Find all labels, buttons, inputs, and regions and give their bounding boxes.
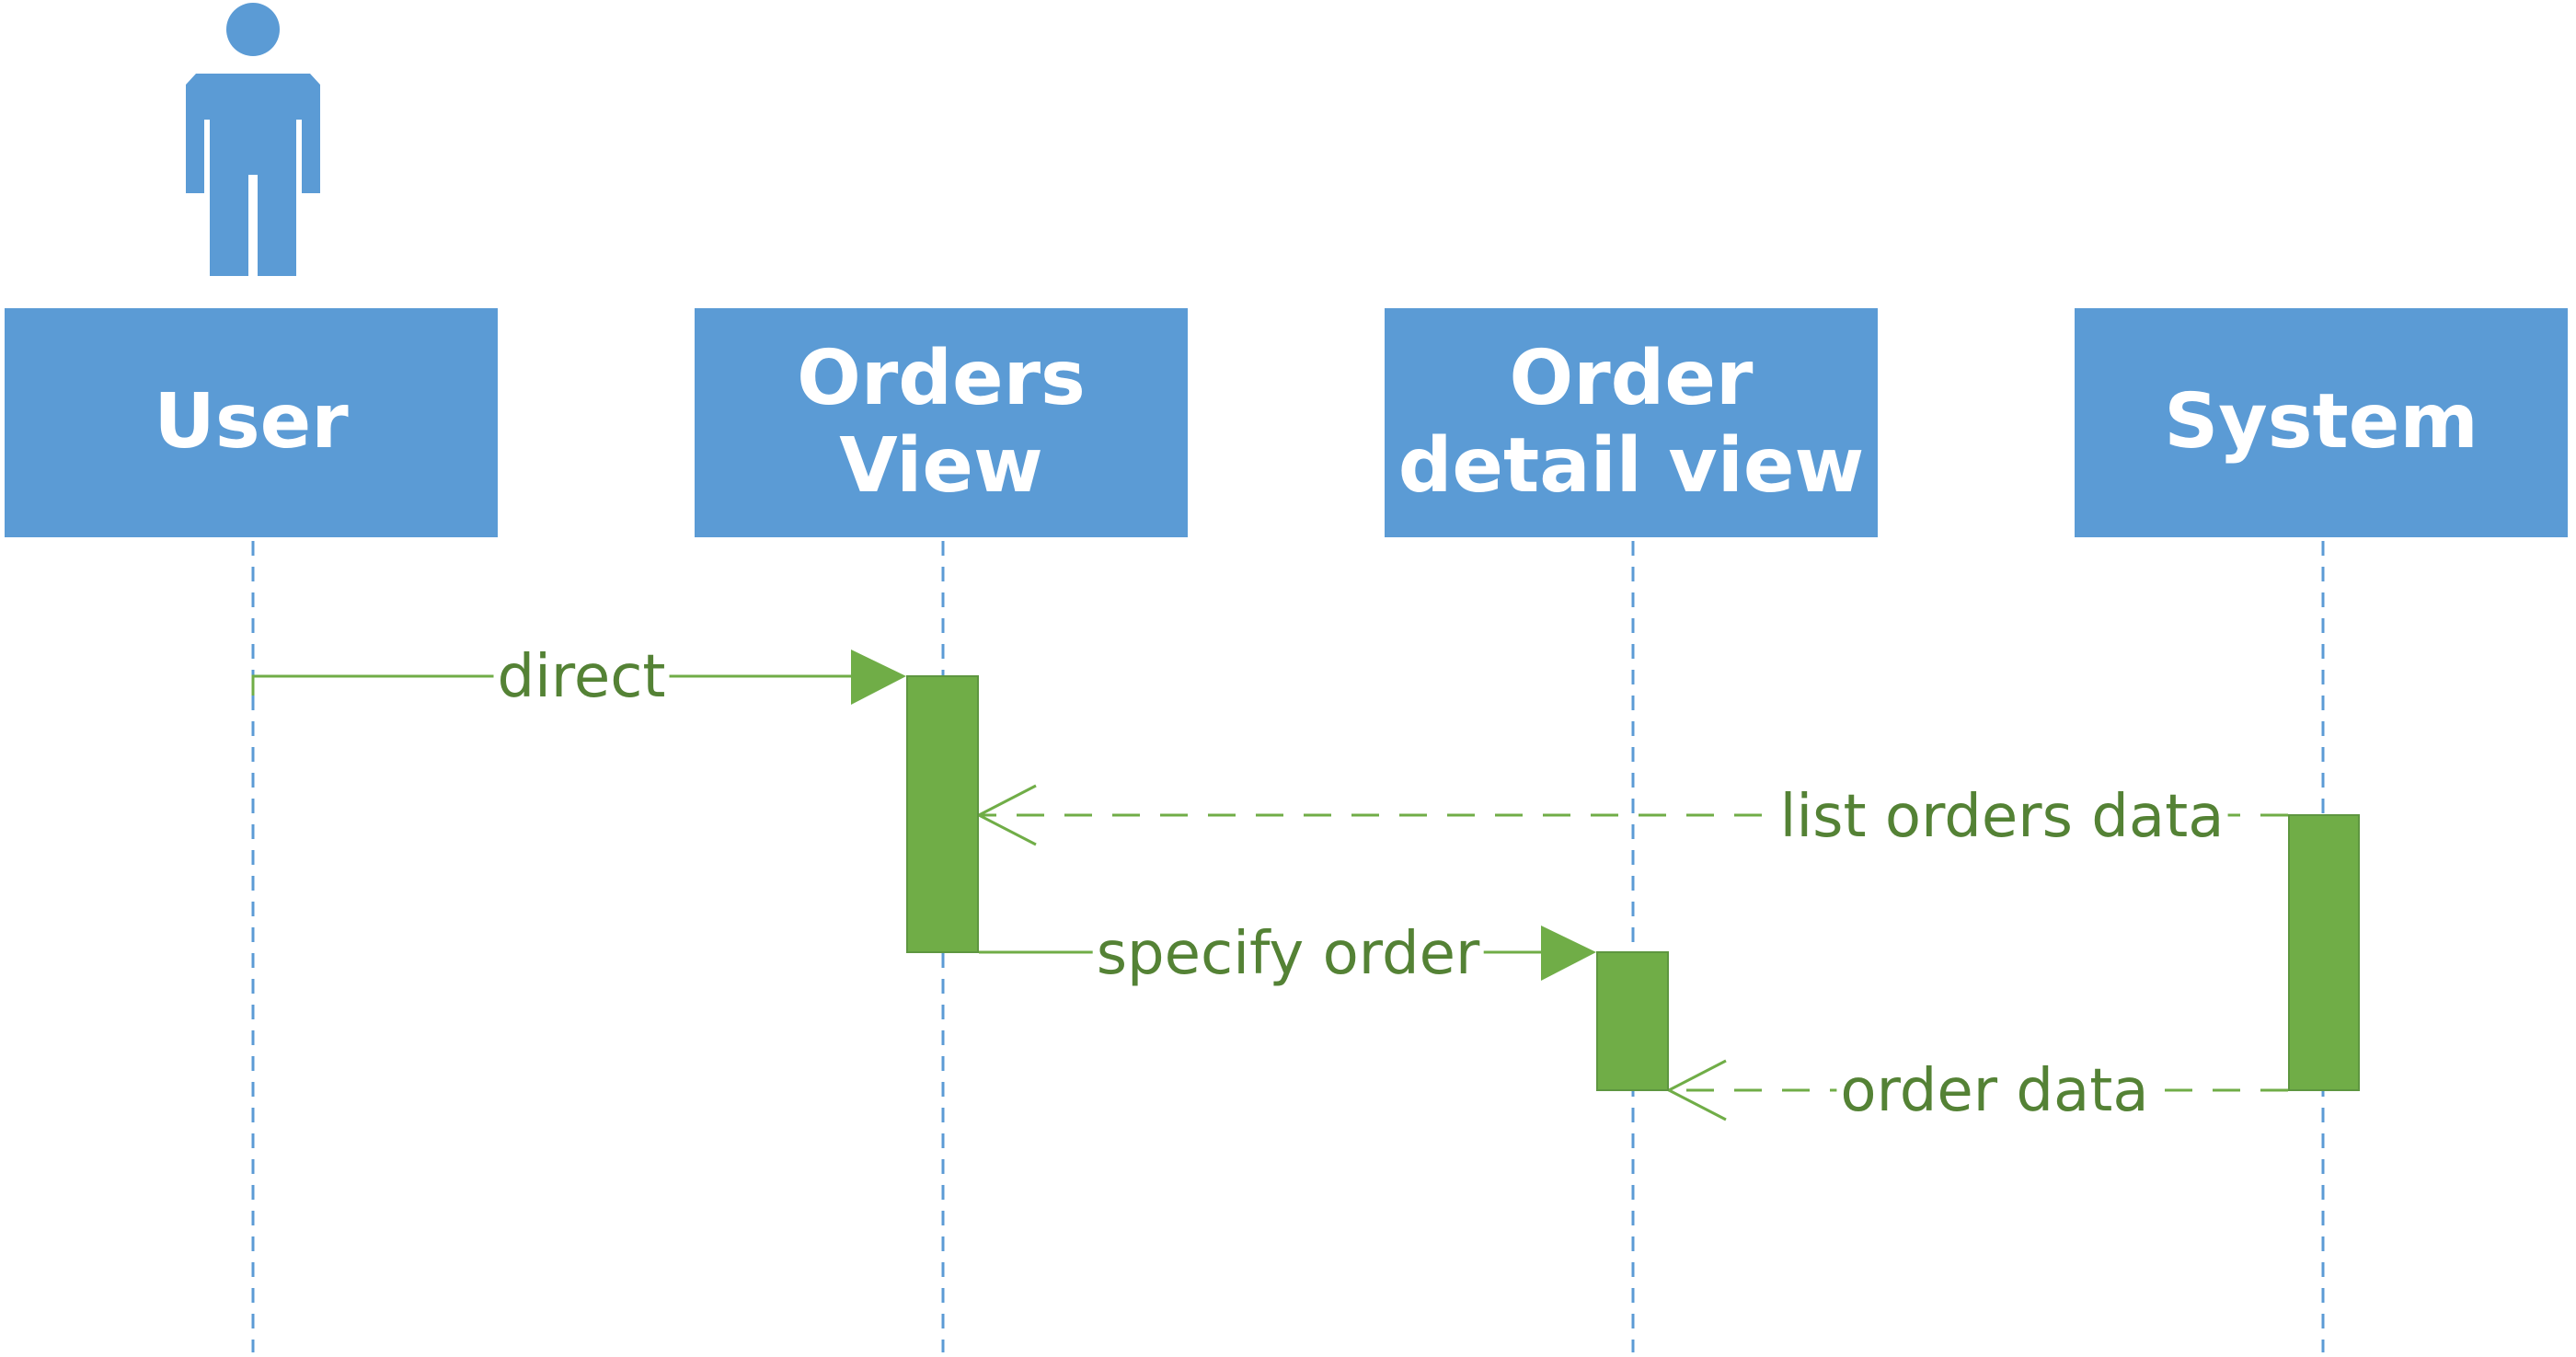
participant-order-detail-view: Order detail view — [1385, 308, 1878, 537]
participant-orders-view: Orders View — [695, 308, 1188, 537]
message-direct-label: direct — [493, 648, 670, 707]
participant-user: User — [5, 308, 498, 537]
message-order-data-label: order data — [1836, 1062, 2153, 1121]
participant-orders-view-label: Orders View — [797, 335, 1086, 510]
message-list-orders-data-label: list orders data — [1776, 788, 2228, 846]
activation-system — [2288, 814, 2360, 1091]
participant-system-label: System — [2164, 378, 2478, 466]
activation-order-detail-view — [1596, 951, 1669, 1091]
activation-bars — [906, 675, 2360, 1091]
participant-order-detail-view-label: Order detail view — [1397, 335, 1865, 510]
participant-system: System — [2075, 308, 2568, 537]
user-actor-icon — [186, 3, 320, 276]
activation-orders-view — [906, 675, 979, 953]
message-specify-order-label: specify order — [1092, 925, 1484, 983]
participant-user-label: User — [154, 378, 349, 466]
